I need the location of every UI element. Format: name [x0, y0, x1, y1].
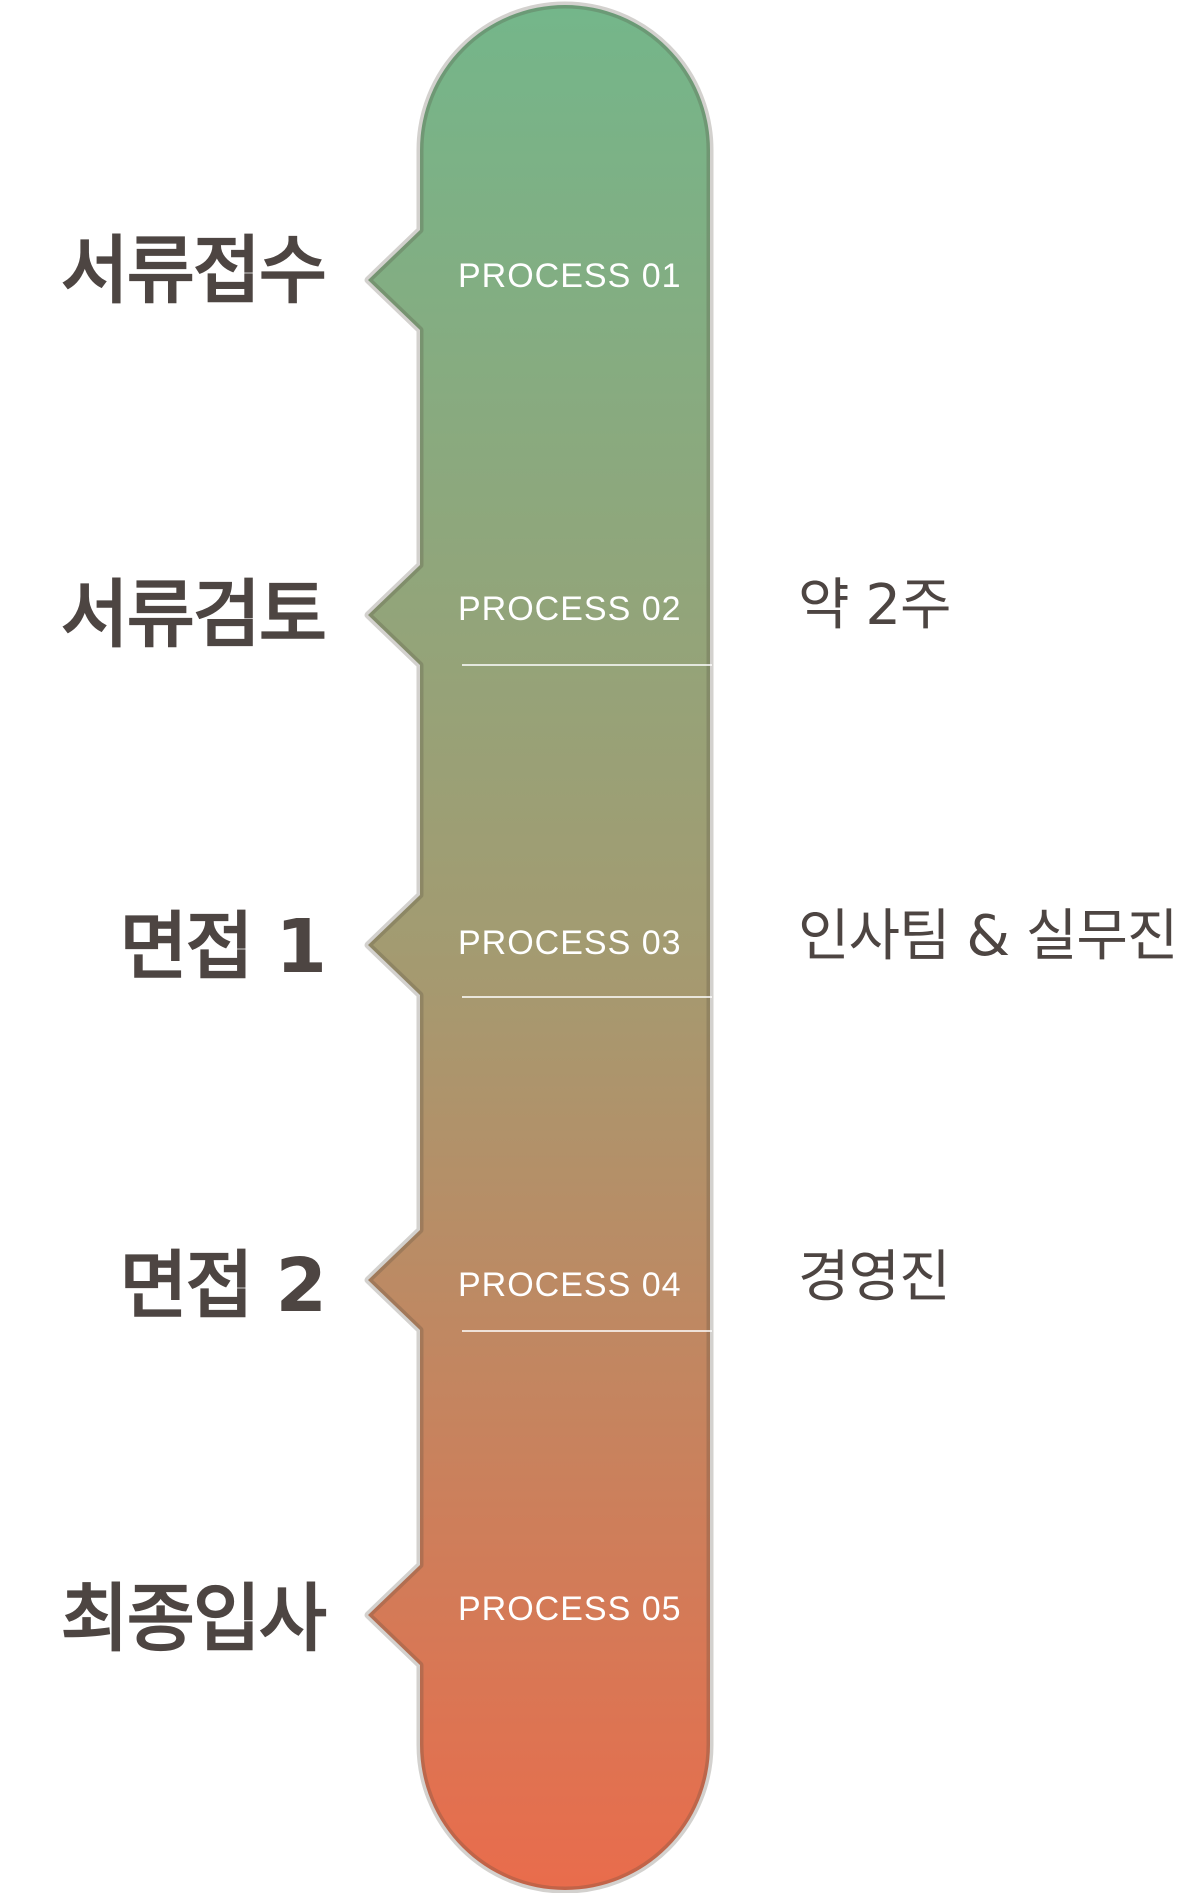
step-title-final-hire: 최종입사: [60, 1576, 327, 1662]
process-label-04: PROCESS 04: [458, 1266, 682, 1304]
process-label-03: PROCESS 03: [458, 924, 682, 962]
process-label-05: PROCESS 05: [458, 1590, 682, 1628]
step-note-duration: 약 2주: [798, 573, 951, 638]
process-label-01: PROCESS 01: [458, 257, 682, 295]
step-title-interview-2: 면접 2: [119, 1243, 327, 1329]
step-title-interview-1: 면접 1: [119, 904, 327, 990]
step-title-document-submission: 서류접수: [60, 228, 327, 314]
process-label-02: PROCESS 02: [458, 590, 682, 628]
step-title-document-review: 서류검토: [60, 572, 327, 658]
step-note-interviewers-1: 인사팀 & 실무진: [798, 904, 1178, 969]
step-note-interviewers-2: 경영진: [798, 1245, 951, 1310]
process-bar-shape: [364, 1, 714, 1893]
